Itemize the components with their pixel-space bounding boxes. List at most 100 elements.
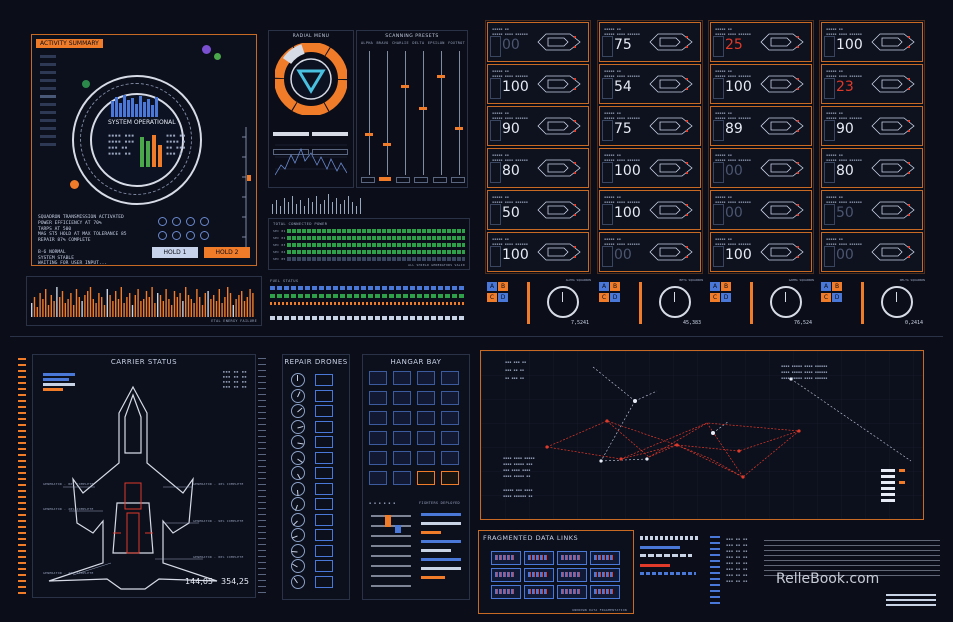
ship-card[interactable]: ▪▪▪▪▪ ▪▪▪▪▪▪▪ ▪▪▪▪ ▪▪▪▪▪▪100 (599, 190, 701, 230)
control-dot[interactable] (158, 217, 167, 226)
preset-slider-knob[interactable] (401, 85, 409, 88)
data-link-box[interactable] (590, 585, 620, 599)
control-dot[interactable] (200, 231, 209, 240)
hold-2-button[interactable]: HOLD 2 (204, 247, 250, 258)
squad-letter-button[interactable]: A (821, 282, 831, 291)
hangar-slot[interactable] (417, 371, 435, 385)
data-link-box[interactable] (491, 568, 521, 582)
preset-slider-track[interactable] (369, 51, 370, 175)
ship-card[interactable]: ▪▪▪▪▪ ▪▪▪▪▪▪▪ ▪▪▪▪ ▪▪▪▪▪▪00 (599, 232, 701, 272)
preset-slider-knob[interactable] (365, 133, 373, 136)
drone-dial[interactable] (291, 466, 305, 480)
hangar-slot[interactable] (393, 371, 411, 385)
preset-slider-knob[interactable] (437, 75, 445, 78)
squad-letter-button[interactable]: B (832, 282, 842, 291)
hangar-slot[interactable] (369, 431, 387, 445)
ship-card[interactable]: ▪▪▪▪▪ ▪▪▪▪▪▪▪ ▪▪▪▪ ▪▪▪▪▪▪75 (599, 22, 701, 62)
preset-slider-track[interactable] (441, 51, 442, 175)
ship-card[interactable]: ▪▪▪▪▪ ▪▪▪▪▪▪▪ ▪▪▪▪ ▪▪▪▪▪▪100 (487, 64, 589, 104)
control-dot[interactable] (158, 231, 167, 240)
hangar-slot[interactable] (417, 451, 435, 465)
ship-card[interactable]: ▪▪▪▪▪ ▪▪▪▪▪▪▪ ▪▪▪▪ ▪▪▪▪▪▪100 (821, 22, 923, 62)
hangar-slot[interactable] (417, 391, 435, 405)
hangar-slot[interactable] (441, 451, 459, 465)
squad-letter-button[interactable]: D (498, 293, 508, 302)
drone-dial[interactable] (291, 435, 305, 449)
data-link-box[interactable] (524, 585, 554, 599)
hangar-slot[interactable] (393, 391, 411, 405)
data-link-box[interactable] (524, 551, 554, 565)
hangar-slot[interactable] (441, 391, 459, 405)
drone-dial[interactable] (291, 373, 305, 387)
data-link-box[interactable] (557, 568, 587, 582)
squad-letter-button[interactable]: A (487, 282, 497, 291)
ship-card[interactable]: ▪▪▪▪▪ ▪▪▪▪▪▪▪ ▪▪▪▪ ▪▪▪▪▪▪100 (487, 232, 589, 272)
hangar-slot[interactable] (417, 411, 435, 425)
ship-card[interactable]: ▪▪▪▪▪ ▪▪▪▪▪▪▪ ▪▪▪▪ ▪▪▪▪▪▪90 (821, 106, 923, 146)
hangar-slot[interactable] (441, 411, 459, 425)
squad-letter-button[interactable]: C (487, 293, 497, 302)
squad-letter-button[interactable]: D (832, 293, 842, 302)
hangar-slot[interactable] (393, 431, 411, 445)
hangar-slot[interactable] (393, 471, 411, 485)
control-dot[interactable] (186, 217, 195, 226)
ship-card[interactable]: ▪▪▪▪▪ ▪▪▪▪▪▪▪ ▪▪▪▪ ▪▪▪▪▪▪100 (710, 64, 812, 104)
data-link-box[interactable] (590, 551, 620, 565)
squad-letter-button[interactable]: B (610, 282, 620, 291)
squad-letter-button[interactable]: B (721, 282, 731, 291)
radial-menu-wheel[interactable] (275, 43, 347, 115)
preset-slider-knob[interactable] (419, 107, 427, 110)
ship-card[interactable]: ▪▪▪▪▪ ▪▪▪▪▪▪▪ ▪▪▪▪ ▪▪▪▪▪▪75 (599, 106, 701, 146)
drone-dial[interactable] (291, 559, 305, 573)
ship-card[interactable]: ▪▪▪▪▪ ▪▪▪▪▪▪▪ ▪▪▪▪ ▪▪▪▪▪▪00 (710, 148, 812, 188)
control-dot[interactable] (200, 217, 209, 226)
hangar-slot[interactable] (369, 471, 387, 485)
preset-slider-track[interactable] (459, 51, 460, 175)
hangar-slot[interactable] (393, 411, 411, 425)
ship-card[interactable]: ▪▪▪▪▪ ▪▪▪▪▪▪▪ ▪▪▪▪ ▪▪▪▪▪▪00 (821, 232, 923, 272)
squad-letter-button[interactable]: C (821, 293, 831, 302)
hangar-slot[interactable] (369, 371, 387, 385)
drone-dial[interactable] (291, 388, 305, 403)
preset-slider-track[interactable] (387, 51, 388, 175)
ship-card[interactable]: ▪▪▪▪▪ ▪▪▪▪▪▪▪ ▪▪▪▪ ▪▪▪▪▪▪89 (710, 106, 812, 146)
drone-dial[interactable] (291, 574, 305, 589)
hangar-slot[interactable] (441, 471, 459, 485)
preset-slider-knob[interactable] (383, 143, 391, 146)
drone-dial[interactable] (291, 404, 305, 418)
data-link-box[interactable] (557, 585, 587, 599)
ship-card[interactable]: ▪▪▪▪▪ ▪▪▪▪▪▪▪ ▪▪▪▪ ▪▪▪▪▪▪25 (710, 22, 812, 62)
hangar-slot[interactable] (441, 431, 459, 445)
hangar-slot[interactable] (393, 451, 411, 465)
data-link-box[interactable] (491, 551, 521, 565)
squad-letter-button[interactable]: A (599, 282, 609, 291)
hangar-slot[interactable] (417, 431, 435, 445)
ship-card[interactable]: ▪▪▪▪▪ ▪▪▪▪▪▪▪ ▪▪▪▪ ▪▪▪▪▪▪23 (821, 64, 923, 104)
ship-card[interactable]: ▪▪▪▪▪ ▪▪▪▪▪▪▪ ▪▪▪▪ ▪▪▪▪▪▪00 (487, 22, 589, 62)
ship-card[interactable]: ▪▪▪▪▪ ▪▪▪▪▪▪▪ ▪▪▪▪ ▪▪▪▪▪▪00 (710, 190, 812, 230)
squad-letter-button[interactable]: B (498, 282, 508, 291)
drone-dial[interactable] (291, 497, 305, 511)
control-dot[interactable] (186, 231, 195, 240)
drone-dial[interactable] (291, 419, 305, 434)
ship-card[interactable]: ▪▪▪▪▪ ▪▪▪▪▪▪▪ ▪▪▪▪ ▪▪▪▪▪▪54 (599, 64, 701, 104)
hangar-slot[interactable] (369, 411, 387, 425)
hangar-slot[interactable] (369, 391, 387, 405)
drone-dial[interactable] (291, 450, 305, 465)
squad-letter-button[interactable]: D (610, 293, 620, 302)
ship-card[interactable]: ▪▪▪▪▪ ▪▪▪▪▪▪▪ ▪▪▪▪ ▪▪▪▪▪▪50 (821, 190, 923, 230)
hold-1-button[interactable]: HOLD 1 (152, 247, 198, 258)
control-dot[interactable] (172, 217, 181, 226)
hangar-slot[interactable] (417, 471, 435, 485)
squad-letter-button[interactable]: A (710, 282, 720, 291)
data-link-box[interactable] (491, 585, 521, 599)
preset-slider-knob[interactable] (455, 127, 463, 130)
ship-card[interactable]: ▪▪▪▪▪ ▪▪▪▪▪▪▪ ▪▪▪▪ ▪▪▪▪▪▪80 (821, 148, 923, 188)
squad-letter-button[interactable]: C (710, 293, 720, 302)
hangar-slot[interactable] (369, 451, 387, 465)
data-link-box[interactable] (524, 568, 554, 582)
drone-dial[interactable] (291, 512, 305, 527)
ship-card[interactable]: ▪▪▪▪▪ ▪▪▪▪▪▪▪ ▪▪▪▪ ▪▪▪▪▪▪90 (487, 106, 589, 146)
hangar-slot[interactable] (441, 371, 459, 385)
control-dot[interactable] (172, 231, 181, 240)
